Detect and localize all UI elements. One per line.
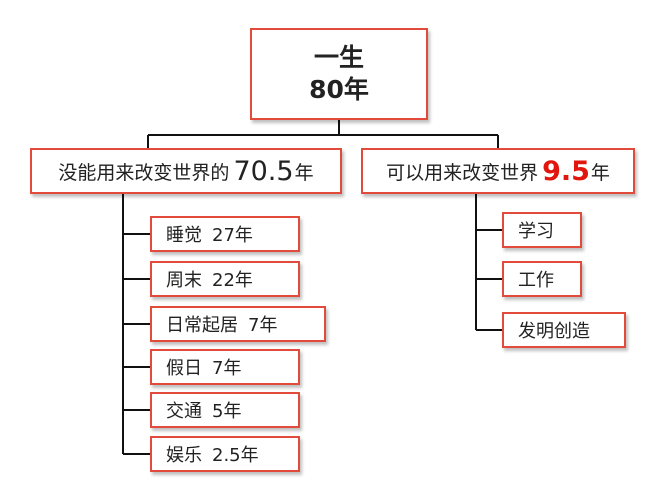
leaf-transport: 交通 5年 bbox=[150, 392, 300, 428]
leaf-weekend: 周末 22年 bbox=[150, 261, 300, 297]
leaf-entertainment: 娱乐 2.5年 bbox=[150, 436, 300, 472]
left-branch-unit: 年 bbox=[294, 161, 314, 184]
leaf-holiday: 假日 7年 bbox=[150, 349, 300, 385]
leaf-label: 日常起居 bbox=[166, 315, 238, 336]
leaf-invention: 发明创造 bbox=[502, 312, 626, 348]
leaf-value: 7年 bbox=[212, 358, 242, 379]
root-line1: 一生 bbox=[313, 43, 364, 72]
leaf-label: 睡觉 bbox=[166, 225, 202, 246]
leaf-label: 发明创造 bbox=[518, 321, 590, 342]
root-line2: 80年 bbox=[309, 75, 369, 104]
leaf-label: 学习 bbox=[518, 221, 554, 242]
leaf-study: 学习 bbox=[502, 212, 582, 248]
leaf-label: 假日 bbox=[166, 358, 202, 379]
left-branch-number: 70.5 bbox=[233, 155, 294, 187]
leaf-value: 2.5年 bbox=[212, 445, 259, 466]
leaf-work: 工作 bbox=[502, 261, 582, 297]
leaf-value: 22年 bbox=[212, 270, 253, 291]
right-branch-unit: 年 bbox=[590, 161, 610, 184]
leaf-label: 娱乐 bbox=[166, 445, 202, 466]
root-node: 一生 80年 bbox=[250, 28, 428, 120]
leaf-label: 工作 bbox=[518, 270, 554, 291]
leaf-sleep: 睡觉 27年 bbox=[150, 216, 300, 252]
left-branch-label: 没能用来改变世界的 bbox=[58, 161, 230, 184]
leaf-daily-routine: 日常起居 7年 bbox=[150, 306, 326, 342]
leaf-value: 27年 bbox=[212, 225, 253, 246]
leaf-label: 交通 bbox=[166, 401, 202, 422]
leaf-value: 5年 bbox=[212, 401, 242, 422]
right-branch-label: 可以用来改变世界 bbox=[386, 161, 539, 184]
leaf-value: 7年 bbox=[248, 315, 278, 336]
right-branch-number: 9.5 bbox=[542, 155, 590, 187]
leaf-label: 周末 bbox=[166, 270, 202, 291]
